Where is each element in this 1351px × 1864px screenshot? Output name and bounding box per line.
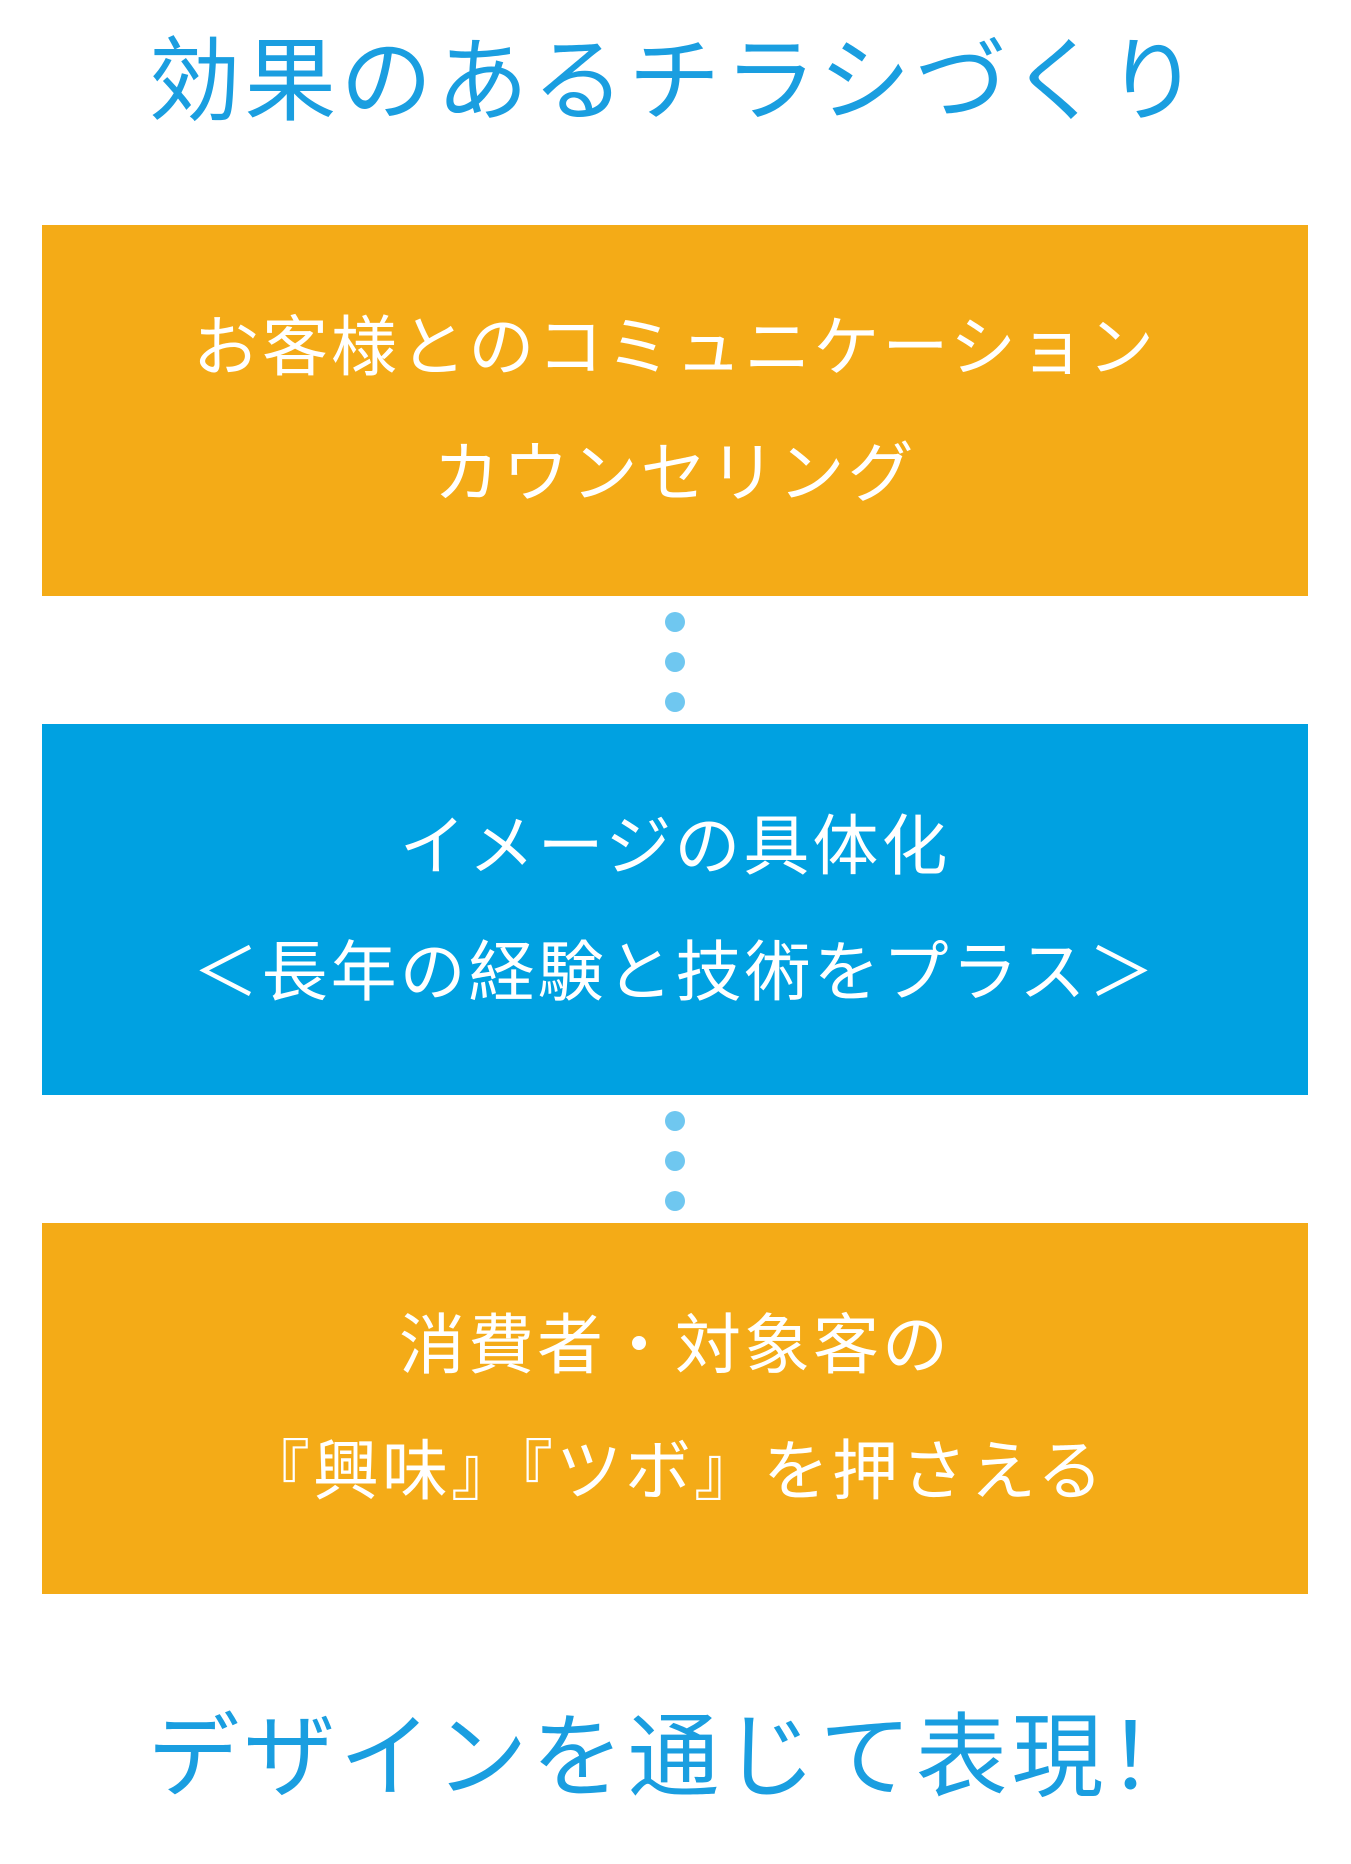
connector-dots <box>665 1111 685 1231</box>
step-box-line: カウンセリング <box>433 434 917 512</box>
step-box-line: お客様とのコミュニケーション <box>192 309 1158 387</box>
connector-dot <box>665 1191 685 1211</box>
connector-dot <box>665 1111 685 1131</box>
connector-dots <box>665 612 685 732</box>
step-box-counseling: お客様とのコミュニケーション カウンセリング <box>42 225 1308 596</box>
page-title: 効果のあるチラシづくり <box>148 28 1203 135</box>
step-box-line: 『興味』『ツボ』を押さえる <box>243 1432 1107 1510</box>
connector-dot <box>665 1151 685 1171</box>
conclusion-text: デザインを通じて表現！ <box>147 1704 1204 1811</box>
step-box-line: イメージの具体化 <box>399 808 951 886</box>
step-box-visualization: イメージの具体化 ＜長年の経験と技術をプラス＞ <box>42 724 1308 1095</box>
connector-dot <box>665 692 685 712</box>
step-box-line: ＜長年の経験と技術をプラス＞ <box>192 933 1158 1011</box>
connector-dot <box>665 612 685 632</box>
step-box-line: 消費者・対象客の <box>399 1307 951 1385</box>
step-box-interest: 消費者・対象客の 『興味』『ツボ』を押さえる <box>42 1223 1308 1594</box>
connector-dot <box>665 652 685 672</box>
